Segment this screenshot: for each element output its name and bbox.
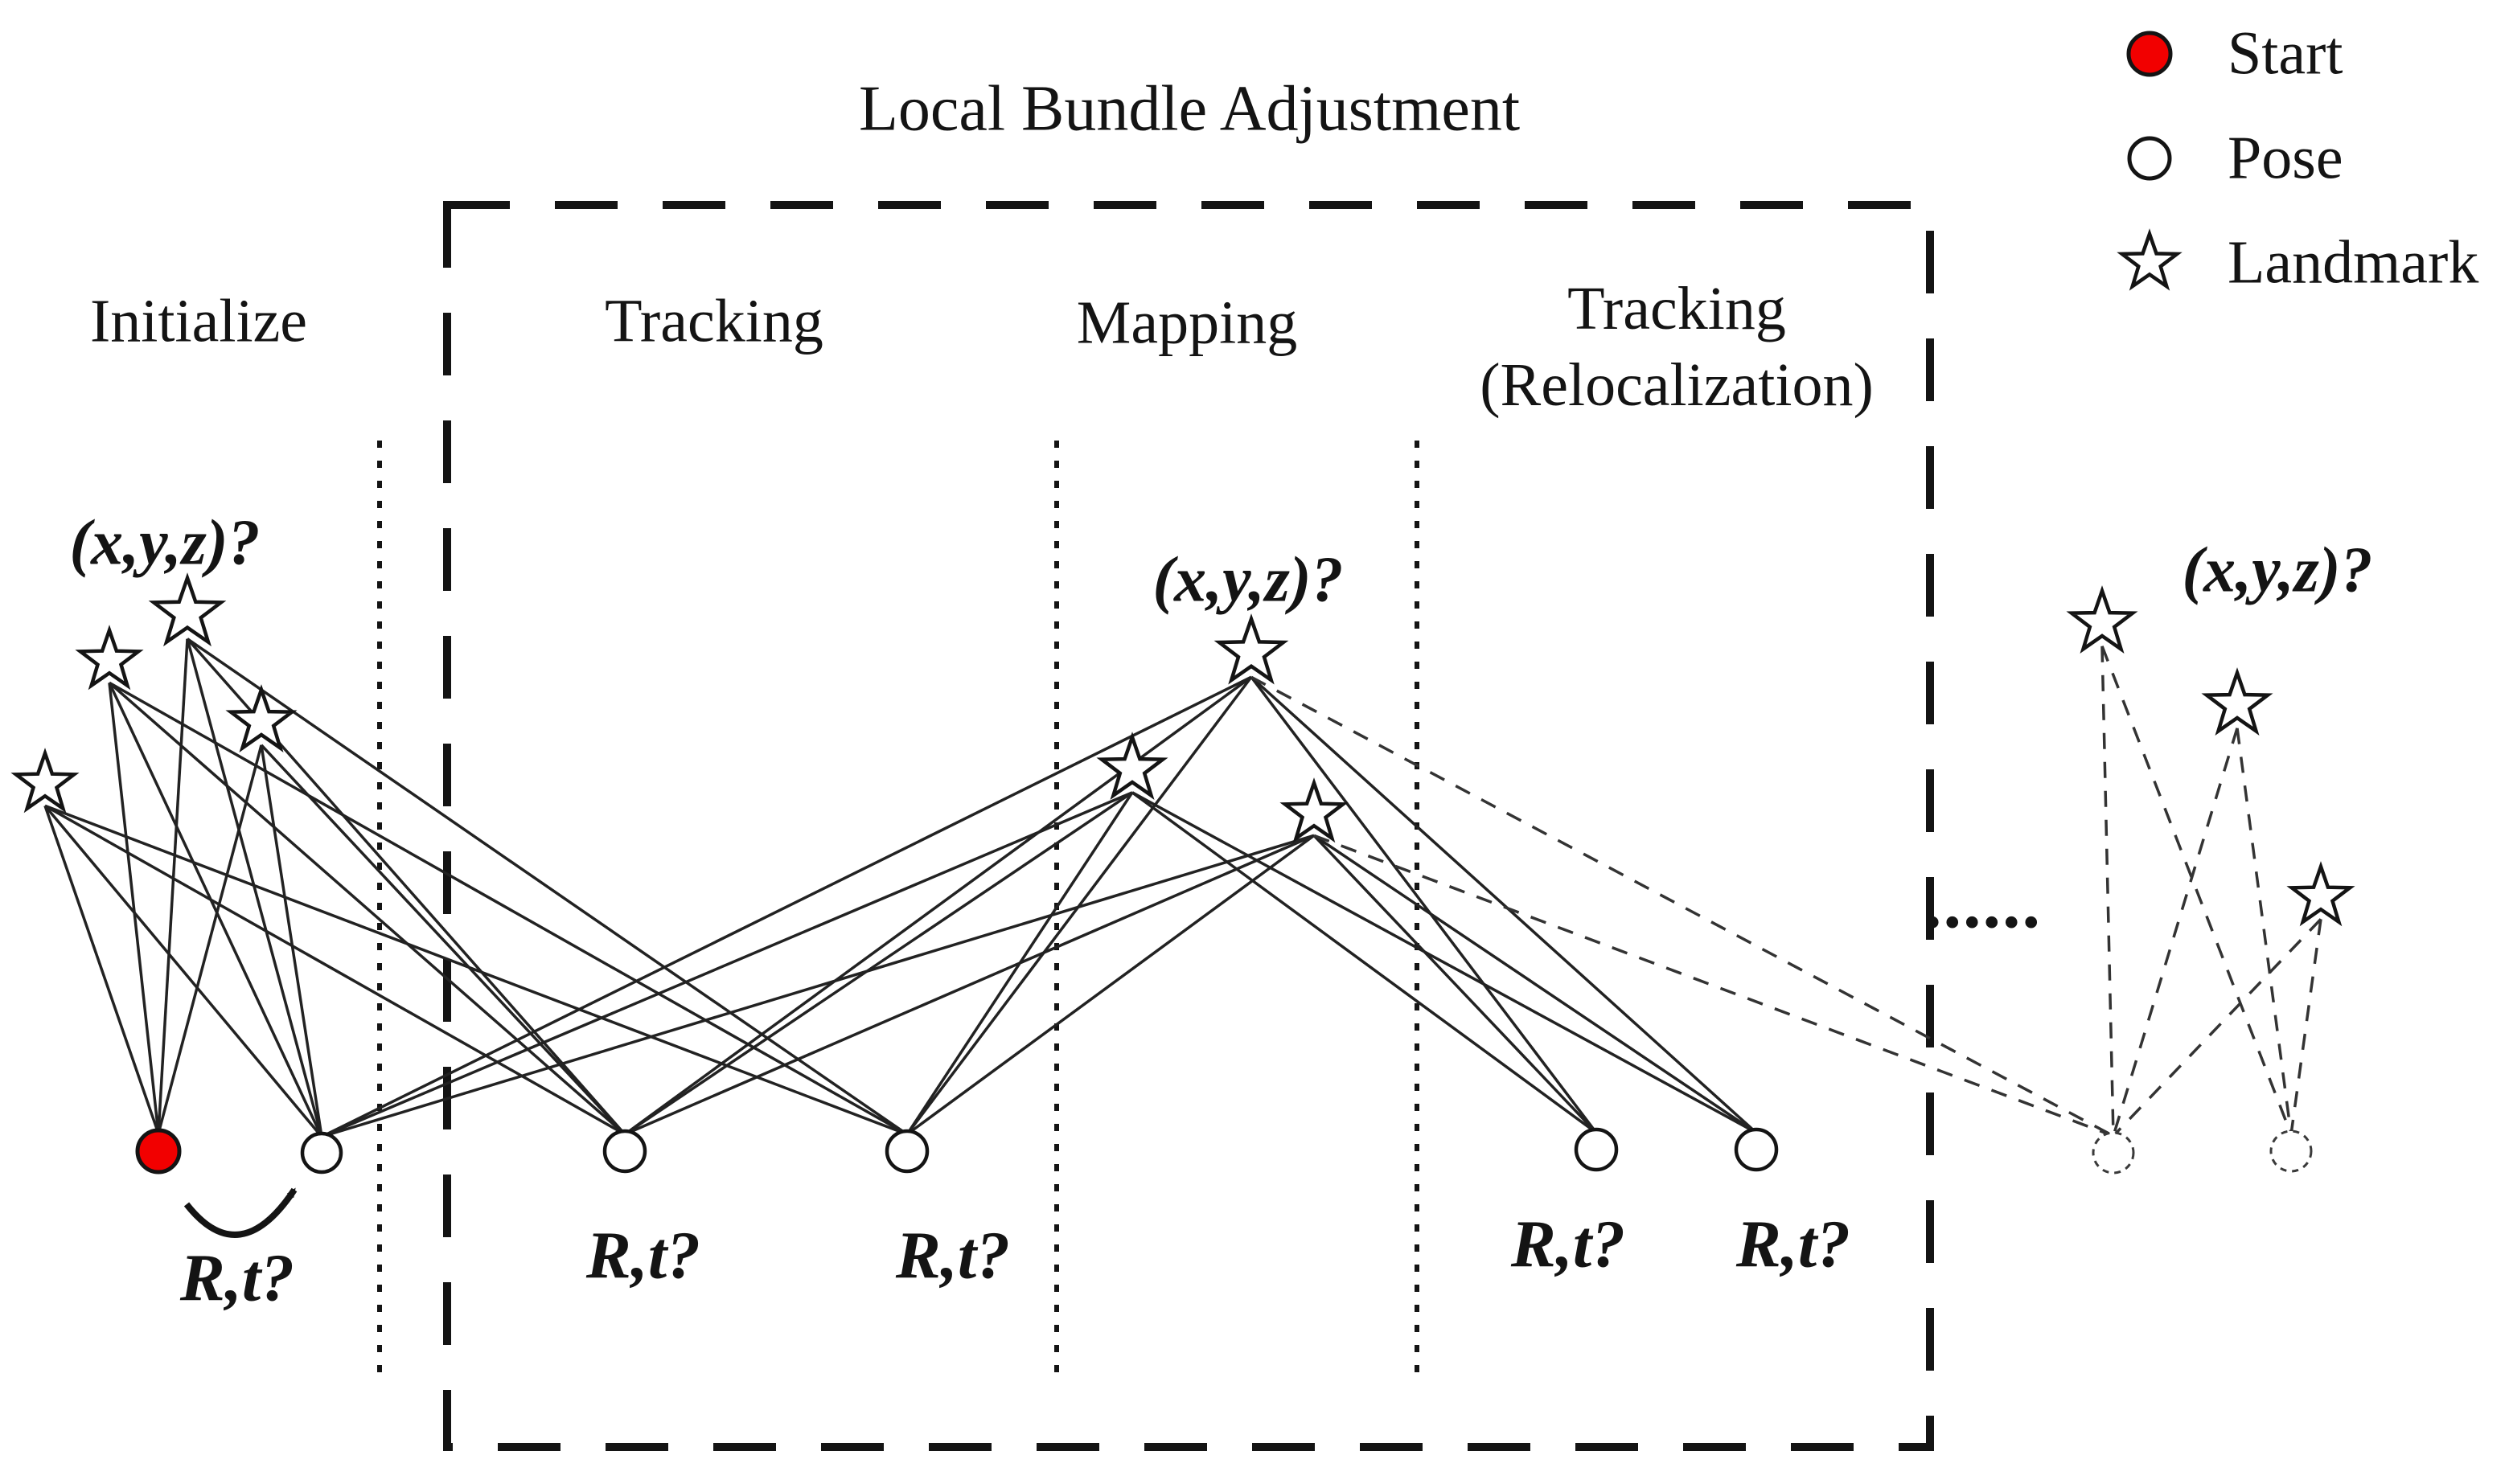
landmark-star-LG [1279,777,1349,843]
motion-arrow [183,1187,298,1238]
legend-label-start: Start [2228,19,2343,88]
observation-edge-LA-P3 [44,804,908,1136]
landmark-star-LD [225,684,298,752]
pose-circle-icon [2127,136,2172,181]
pose-node-P2 [602,1129,647,1174]
observation-edge-LG-P2 [624,834,1315,1136]
observation-edge-LC-P3 [187,637,908,1136]
relocalization-line1: Tracking [1567,275,1786,342]
observation-edge-LB-P3 [109,681,908,1136]
observation-edge-LF-P6 [1250,675,2114,1138]
observation-edge-LI-P7 [2236,728,2293,1135]
observation-edge-LF-P4 [1250,676,1598,1134]
section-label-mapping: Mapping [1076,289,1298,357]
observation-edge-LA-P1 [43,805,323,1138]
start-pose-node-P0 [135,1128,182,1174]
rt-annotation-tracking-1: R,t? [585,1218,701,1293]
start-dot-icon [2126,31,2173,77]
rt-annotation-reloc-1: R,t? [1510,1207,1626,1282]
graph-nodes [10,572,2355,1174]
landmark-star-LF [1213,613,1289,685]
diagram-title: Local Bundle Adjustment [858,73,1521,145]
landmark-star-LH [2066,585,2138,654]
landmark-star-LI [2201,667,2273,736]
future-pose-node-P6 [2092,1131,2135,1174]
observation-edge-LG-P4 [1312,834,1598,1134]
observation-edge-LI-P6 [2112,728,2239,1137]
observation-edge-LJ-P6 [2112,918,2322,1138]
observation-edge-LF-P1 [321,675,1252,1138]
pose-node-P5 [1734,1127,1779,1172]
observation-edge-LH-P6 [2100,646,2115,1137]
observation-edge-LE-P5 [1131,791,1757,1134]
rt-annotation-initialize: R,t? [179,1240,295,1316]
observation-edge-LE-P4 [1131,791,1598,1134]
observation-edge-LB-P0 [108,683,160,1134]
observation-edge-LJ-P7 [2289,919,2322,1135]
future-pose-node-P7 [2269,1129,2313,1173]
observation-edge-LB-P2 [108,682,626,1136]
observation-edge-LE-P1 [321,791,1133,1138]
pose-node-P3 [885,1129,930,1174]
observation-edge-LD-P2 [260,744,626,1136]
landmark-star-LE [1096,732,1168,800]
pose-node-P4 [1574,1127,1619,1172]
observation-edge-LB-P1 [108,682,323,1138]
landmark-star-LJ [2286,861,2355,927]
xyz-annotation-mapping: (x,y,z)? [1152,544,1344,616]
observation-edge-LE-P2 [624,791,1133,1136]
observation-edge-LG-P1 [321,834,1315,1138]
landmark-star-icon [2117,228,2183,291]
rt-annotation-tracking-2: R,t? [895,1218,1011,1293]
observation-edge-LF-P2 [623,675,1253,1136]
landmark-star-LC [148,572,227,647]
legend-label-landmark: Landmark [2228,228,2479,297]
xyz-annotation-future: (x,y,z)? [2182,535,2373,606]
observation-edge-LA-P0 [43,805,160,1134]
section-label-relocalization: Tracking (Relocalization) [1480,271,1874,424]
observation-edge-LG-P3 [905,834,1316,1136]
observation-edges [43,637,2322,1138]
observation-edge-LC-P0 [157,638,189,1134]
observation-edge-LA-P2 [44,804,626,1136]
observation-edge-LD-P1 [260,744,323,1138]
bundle-adjustment-box [443,201,1934,1451]
observation-edge-LH-P7 [2100,646,2293,1135]
rt-annotation-reloc-2: R,t? [1735,1207,1851,1282]
observation-edge-LC-P1 [186,638,323,1138]
relocalization-line2: (Relocalization) [1480,351,1874,419]
landmark-star-LA [10,748,80,814]
legend-label-pose: Pose [2228,124,2343,192]
observation-edge-LF-P5 [1250,675,1758,1134]
pose-node-P1 [300,1131,343,1174]
observation-edge-LG-P5 [1313,834,1757,1134]
landmark-star-LB [75,625,144,691]
observation-edge-LD-P0 [157,744,263,1134]
section-label-tracking: Tracking [605,287,823,355]
section-label-initialize: Initialize [89,287,308,355]
continuation-ellipsis: ...... [1924,863,2042,943]
xyz-annotation-initialize: (x,y,z)? [69,507,261,579]
